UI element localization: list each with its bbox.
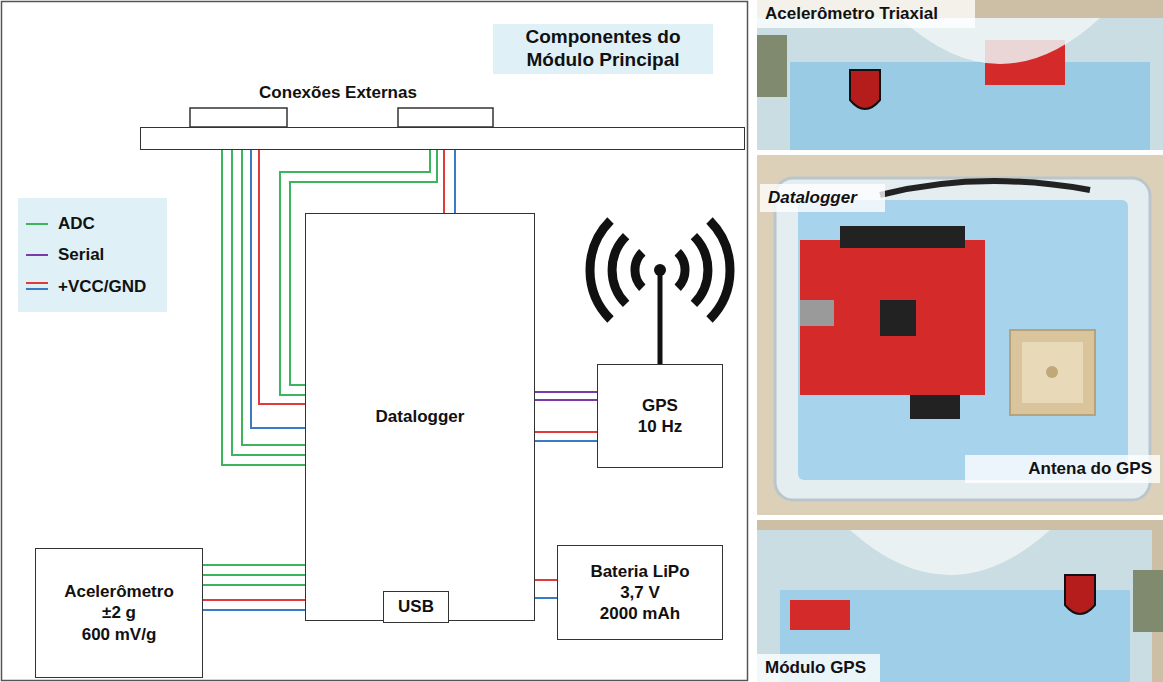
wave-arc <box>635 252 642 287</box>
legend-row: ADC <box>26 213 159 234</box>
node-detail: ±2 g <box>102 602 136 623</box>
wave-arc <box>590 221 611 320</box>
pin-header <box>840 226 965 248</box>
legend-box: ADC Serial +VCC/GND <box>18 198 167 312</box>
antenna-mast <box>658 274 663 364</box>
node-label: Datalogger <box>376 406 465 427</box>
photo-background <box>757 0 1163 150</box>
cable-connector <box>757 35 787 97</box>
wire <box>535 597 557 599</box>
connector-block <box>190 108 287 127</box>
wire <box>232 150 305 455</box>
gps-antenna-feed <box>1046 366 1058 378</box>
wire <box>222 150 305 465</box>
sd-slot <box>800 300 834 326</box>
wave-arc <box>710 221 731 320</box>
node-label: Acelerômetro <box>64 581 174 602</box>
photo-label: Módulo GPS <box>757 654 880 682</box>
wire <box>203 599 305 601</box>
crest <box>850 70 880 109</box>
pin-header <box>910 395 960 419</box>
node-detail: 2000 mAh <box>600 603 680 624</box>
photo-datalogger <box>757 155 1163 515</box>
legend-text: ADC <box>58 213 95 234</box>
wire <box>259 150 305 404</box>
node-detail: 10 Hz <box>638 416 682 437</box>
wire <box>535 399 597 401</box>
node-label: USB <box>398 596 434 617</box>
connection-bar: Conexões Externas <box>140 127 745 150</box>
plastic-box <box>775 178 1150 500</box>
photo-label: Acelerômetro Triaxial <box>757 0 975 28</box>
node-label: GPS <box>642 395 678 416</box>
plastic-box <box>757 18 1163 150</box>
line-sample <box>26 279 50 293</box>
sample-line <box>26 288 48 290</box>
foam <box>798 200 1128 480</box>
node-label: Conexões Externas <box>141 82 535 103</box>
title-text: Componentes do Módulo Principal <box>513 26 693 72</box>
legend-row: +VCC/GND <box>26 276 159 297</box>
wire <box>443 150 445 213</box>
wire <box>535 431 597 433</box>
lid-handle <box>850 530 1050 575</box>
photo-label: Datalogger <box>760 184 885 212</box>
foam <box>790 62 1150 150</box>
wire <box>535 440 597 442</box>
photo-label: Antena do GPS <box>965 455 1160 483</box>
wire <box>535 391 597 393</box>
wire <box>535 579 557 581</box>
title-box: Componentes do Módulo Principal <box>493 24 713 74</box>
wire <box>203 574 305 576</box>
usb-port-box: USB <box>383 591 449 623</box>
node-label: Bateria LiPo <box>590 561 689 582</box>
gps-box: GPS10 Hz <box>597 364 723 468</box>
legend-row: Serial <box>26 244 159 265</box>
wire <box>203 584 305 586</box>
wire <box>203 564 305 566</box>
antenna-symbol <box>590 221 730 365</box>
cable-connector <box>1133 570 1163 632</box>
datalogger-board <box>800 240 985 395</box>
plastic-box <box>757 530 1152 682</box>
line-sample <box>26 217 50 231</box>
panel-frame <box>2 2 748 681</box>
wave-arc <box>694 236 708 304</box>
gps-antenna <box>1010 330 1095 415</box>
antenna-tip <box>654 264 666 276</box>
legend-text: +VCC/GND <box>58 276 146 297</box>
photo-accelerometer <box>757 0 1163 150</box>
sample-line <box>26 282 48 284</box>
board <box>790 600 850 630</box>
datalogger-box: DataloggerUSB <box>305 213 535 621</box>
wave-arc <box>612 236 626 304</box>
wire <box>251 150 305 428</box>
crest <box>1065 575 1095 614</box>
node-detail: 3,7 V <box>620 582 660 603</box>
connector-block <box>398 108 493 127</box>
accelerometer-box: Acelerômetro±2 g600 mV/g <box>35 548 203 678</box>
node-detail: 600 mV/g <box>82 624 157 645</box>
chip <box>880 300 916 336</box>
wires <box>880 181 1090 195</box>
sample-line <box>26 254 48 256</box>
photo-background <box>757 520 1163 682</box>
line-sample <box>26 248 50 262</box>
wire <box>203 609 305 611</box>
wave-arc <box>678 252 685 287</box>
sample-line <box>26 223 48 225</box>
gps-antenna-patch <box>1022 342 1083 403</box>
photo-background <box>757 155 1163 515</box>
wire <box>242 150 305 445</box>
photo-gps-module <box>757 520 1163 682</box>
wire <box>454 150 456 213</box>
legend-text: Serial <box>58 244 104 265</box>
battery-box: Bateria LiPo3,7 V2000 mAh <box>557 545 723 640</box>
